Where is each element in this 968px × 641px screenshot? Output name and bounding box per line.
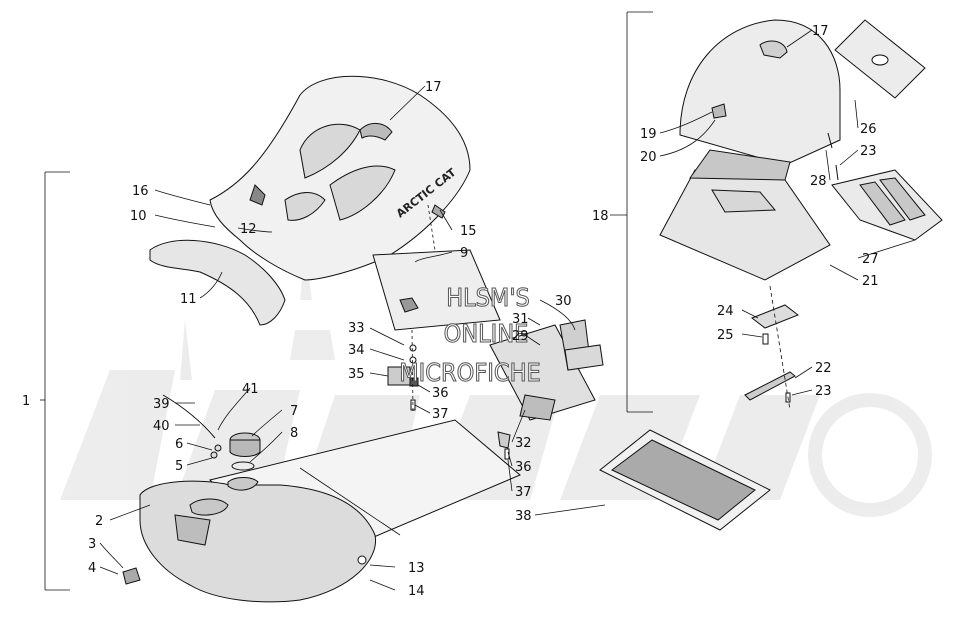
- label-33: 33: [348, 321, 365, 336]
- svg-text:ONLINE: ONLINE: [444, 319, 529, 348]
- label-18: 18: [592, 209, 609, 224]
- label-14: 14: [408, 584, 425, 599]
- label-36-upper: 36: [432, 386, 449, 401]
- storage-bag: [372, 249, 501, 331]
- label-37-upper: 37: [432, 407, 449, 422]
- leader-lines: [40, 29, 916, 591]
- seat-assembly: ARCTIC CAT: [209, 75, 471, 281]
- label-30: 30: [555, 294, 572, 309]
- fasteners: [357, 344, 511, 565]
- part-number-labels: 1 2 3 4 5 6 7 8 9 10 11 12 13 14 15 16 1…: [22, 24, 879, 599]
- fuel-tank: [122, 477, 377, 603]
- label-2: 2: [95, 514, 103, 529]
- label-20: 20: [640, 150, 657, 165]
- label-35: 35: [348, 367, 365, 382]
- label-26: 26: [860, 122, 877, 137]
- label-7: 7: [290, 404, 298, 419]
- label-28: 28: [810, 174, 827, 189]
- label-4: 4: [88, 561, 96, 576]
- label-27: 27: [862, 252, 879, 267]
- storage-box-base: [659, 149, 831, 281]
- floor-mat: [599, 429, 771, 531]
- label-17-seat: 17: [425, 80, 442, 95]
- label-11: 11: [180, 292, 197, 307]
- label-40: 40: [153, 419, 170, 434]
- label-10: 10: [130, 209, 147, 224]
- label-9: 9: [460, 246, 468, 261]
- storage-lid: [679, 19, 841, 166]
- label-37-lower: 37: [515, 485, 532, 500]
- label-41: 41: [242, 382, 259, 397]
- svg-text:MICROFICHE: MICROFICHE: [399, 358, 540, 387]
- label-31: 31: [512, 312, 529, 327]
- label-8: 8: [290, 426, 298, 441]
- label-3: 3: [88, 537, 96, 552]
- label-39: 39: [153, 397, 170, 412]
- svg-text:HLSM'S: HLSM'S: [446, 283, 530, 312]
- label-24: 24: [717, 304, 734, 319]
- label-5: 5: [175, 459, 183, 474]
- watermark-text: HLSM'S ONLINE MICROFICHE: [399, 283, 541, 388]
- rear-ramp: [831, 169, 943, 241]
- label-19: 19: [640, 127, 657, 142]
- label-22: 22: [815, 361, 832, 376]
- label-21: 21: [862, 274, 879, 289]
- label-36-lower: 36: [515, 460, 532, 475]
- label-23-upper: 23: [860, 144, 877, 159]
- label-12: 12: [240, 222, 257, 237]
- mounting-bracket: [489, 319, 604, 421]
- fuel-cap: [229, 432, 261, 471]
- label-17-lid: 17: [812, 24, 829, 39]
- label-29: 29: [512, 329, 529, 344]
- label-32: 32: [515, 436, 532, 451]
- label-34: 34: [348, 343, 365, 358]
- label-23-lower: 23: [815, 384, 832, 399]
- seat-front-flap: [149, 239, 286, 326]
- label-25: 25: [717, 328, 734, 343]
- label-6: 6: [175, 437, 183, 452]
- label-16: 16: [132, 184, 149, 199]
- vent-hose: [162, 394, 216, 439]
- label-15: 15: [460, 224, 477, 239]
- label-1: 1: [22, 394, 30, 409]
- label-38: 38: [515, 509, 532, 524]
- label-13: 13: [408, 561, 425, 576]
